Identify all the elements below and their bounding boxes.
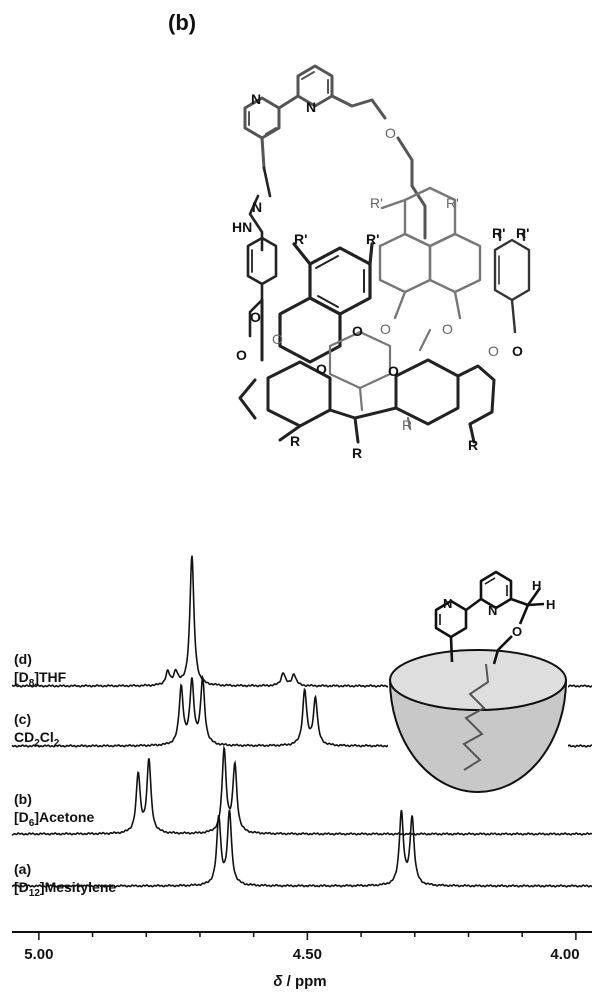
inset-atom-o: O <box>512 624 522 639</box>
atom-label-o2: O <box>250 309 261 325</box>
atom-label-r-prime-6: R' <box>516 225 529 241</box>
spectrum-a-letter: (a) <box>14 861 31 877</box>
atom-label-o5: O <box>316 361 327 377</box>
atom-label-o10: O <box>488 343 499 359</box>
atom-label-n2: N <box>306 99 316 115</box>
spectrum-trace-a <box>11 809 592 888</box>
atom-label-r3: R <box>402 417 412 433</box>
atom-label-o6: O <box>352 323 363 339</box>
x-tick-label: 4.00 <box>550 946 579 963</box>
inset-schematic: N N H H O <box>388 560 568 810</box>
structure-atom-labels: N N O HN N R' R' R' R' R' R' O O O O O O… <box>232 91 529 461</box>
inset-atom-n1: N <box>443 596 452 611</box>
x-tick-label: 5.00 <box>24 946 53 963</box>
x-axis: 5.00 4.50 4.00 δ / ppm <box>12 931 592 990</box>
atom-label-o9: O <box>442 321 453 337</box>
inset-bowl-rim <box>389 649 567 711</box>
atom-label-r1: R <box>290 433 300 449</box>
atom-label-n3: N <box>252 199 262 215</box>
panel-label: (b) <box>168 10 196 35</box>
spectrum-trace-b <box>11 745 592 836</box>
atom-label-hn: HN <box>232 219 252 235</box>
atom-label-r4: R <box>468 437 478 453</box>
inset-atom-h1: H <box>532 578 541 593</box>
cavitand-structure <box>238 64 531 444</box>
spectrum-c-letter: (c) <box>14 711 31 727</box>
atom-label-o1: O <box>385 125 396 141</box>
atom-label-r-prime-1: R' <box>294 231 307 247</box>
atom-label-o11: O <box>512 343 523 359</box>
spectrum-d-solvent: [D8]THF <box>14 669 67 689</box>
spectrum-a-solvent: [D12]Mesitylene <box>14 879 116 899</box>
inset-pyridine-right <box>479 570 513 610</box>
x-axis-label: δ / ppm <box>273 973 326 990</box>
spectrum-labels: (d) [D8]THF (c) CD2Cl2 (b) [D6]Acetone (… <box>14 651 116 899</box>
atom-label-r-prime-3: R' <box>370 195 383 211</box>
x-tick-label: 4.50 <box>293 946 322 963</box>
atom-label-r-prime-5: R' <box>492 225 505 241</box>
atom-label-r-prime-2: R' <box>366 231 379 247</box>
atom-label-o8: O <box>380 321 391 337</box>
inset-atom-h2: H <box>546 597 555 612</box>
spectrum-d-letter: (d) <box>14 651 32 667</box>
spectrum-c-solvent: CD2Cl2 <box>14 729 60 749</box>
spectrum-b-solvent: [D6]Acetone <box>14 809 94 829</box>
atom-label-r-prime-4: R' <box>446 195 459 211</box>
inset-pyridine-left <box>434 599 468 639</box>
inset-atom-n2: N <box>488 603 497 618</box>
atom-label-r2: R <box>352 445 362 461</box>
atom-label-o4: O <box>236 347 247 363</box>
atom-label-o7: O <box>388 363 399 379</box>
spectrum-b-letter: (b) <box>14 791 32 807</box>
x-axis-ticks: 5.00 4.50 4.00 <box>24 932 580 963</box>
atom-label-o3: O <box>272 331 283 347</box>
atom-label-n1: N <box>251 91 261 107</box>
inset-guest-chain <box>462 663 490 771</box>
